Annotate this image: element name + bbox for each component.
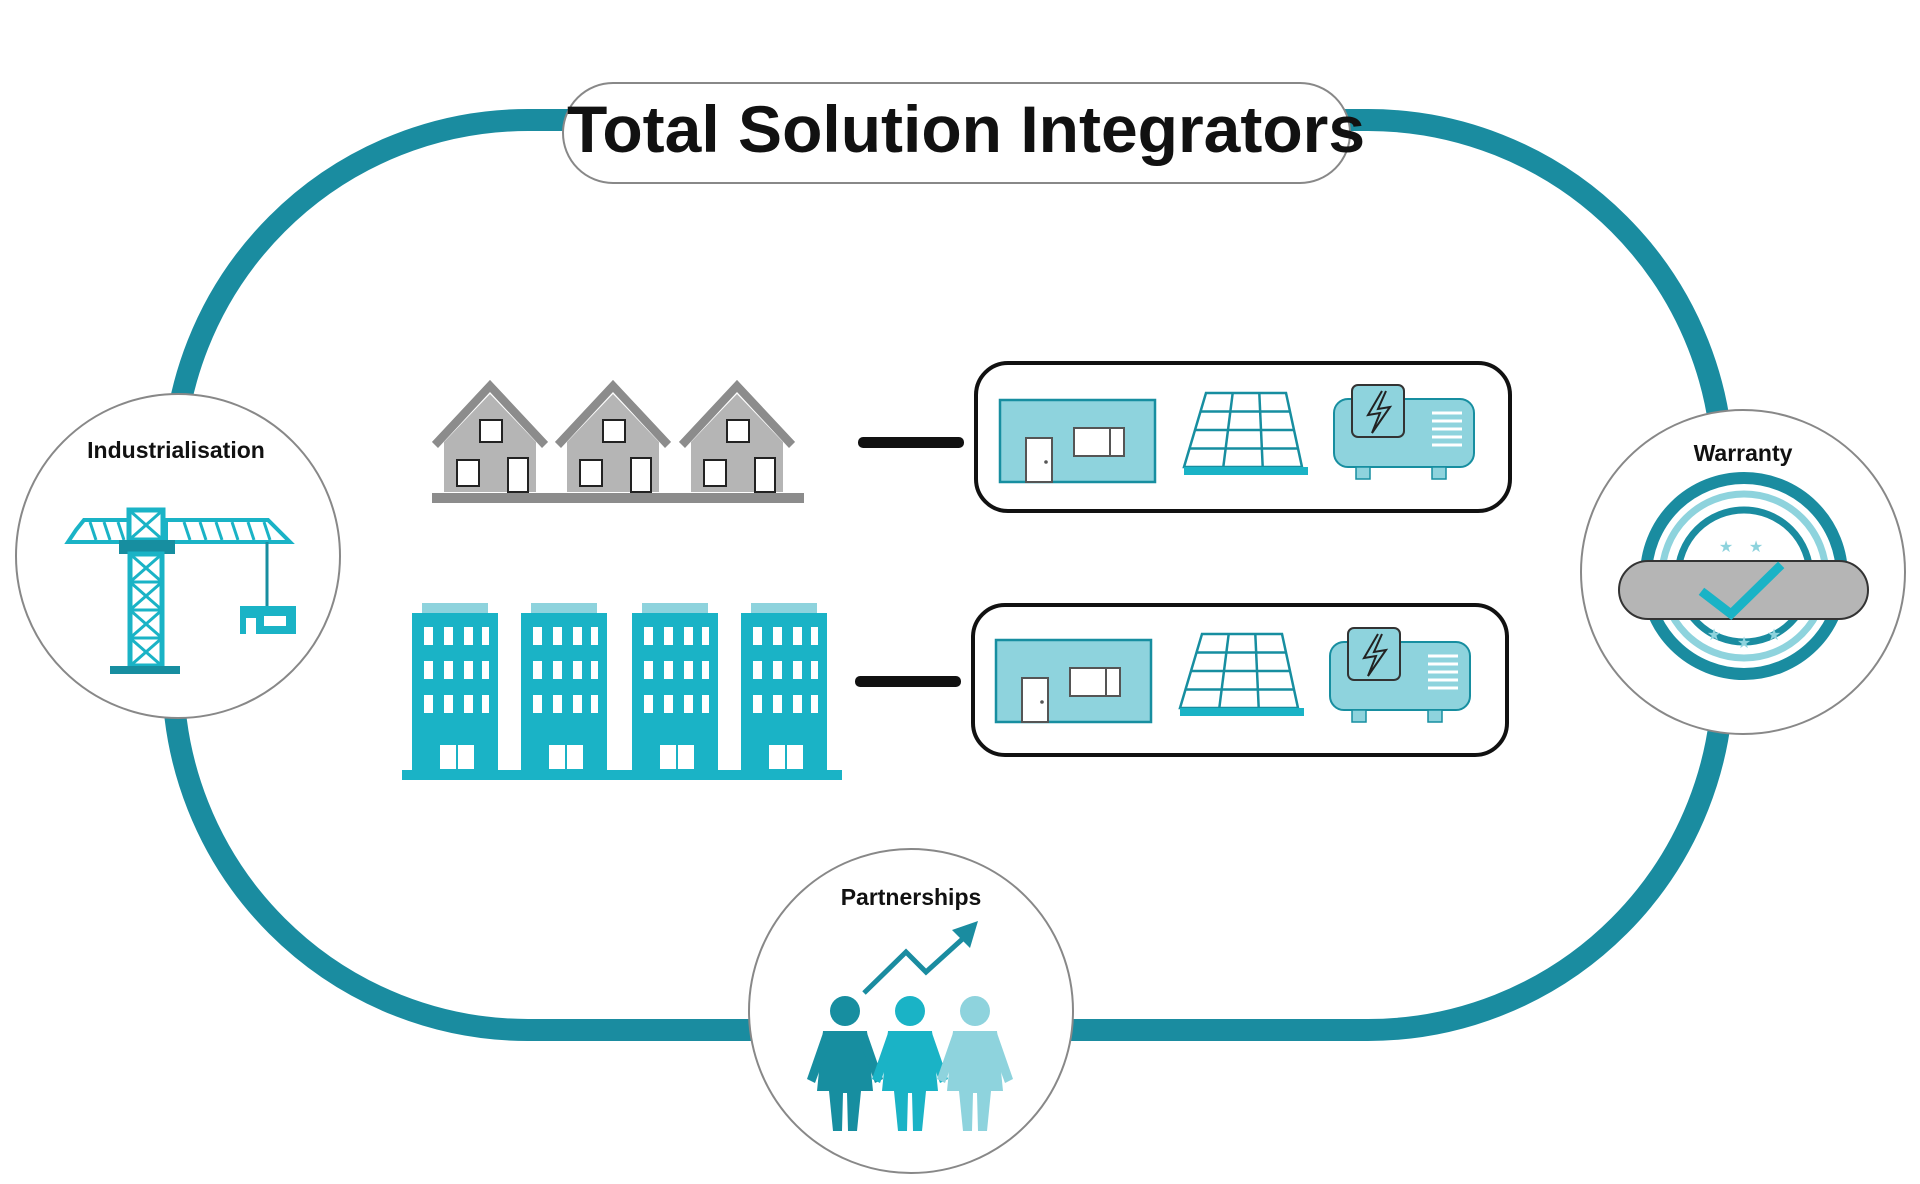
title-pill: Total Solution Integrators <box>562 82 1365 184</box>
warranty-seal-icon: ★ ★ ★ ★ ★ <box>1618 472 1869 680</box>
modular-unit-icon <box>998 398 1157 484</box>
warranty-node: Warranty ★ ★ ★ ★ ★ <box>1580 409 1906 735</box>
svg-text:★: ★ <box>1719 539 1733 556</box>
modular-unit-icon <box>994 638 1153 724</box>
row1-components-box <box>974 361 1512 513</box>
partnerships-label: Partnerships <box>841 884 982 910</box>
svg-text:★: ★ <box>1707 627 1721 644</box>
row2-components-box <box>971 603 1509 757</box>
apartment-blocks-icon <box>402 602 842 780</box>
generator-icon <box>1332 383 1476 481</box>
svg-text:★: ★ <box>1737 635 1751 652</box>
people-growth-icon <box>807 921 1013 1131</box>
row2-connector <box>855 676 961 687</box>
industrialisation-node: Industrialisation <box>15 393 341 719</box>
diagram-title: Total Solution Integrators <box>567 92 1365 166</box>
industrialisation-label: Industrialisation <box>87 437 265 463</box>
generator-icon <box>1328 626 1472 724</box>
svg-text:★: ★ <box>1749 539 1763 556</box>
houses-icon <box>431 379 804 503</box>
partnerships-node: Partnerships <box>748 848 1074 1174</box>
warranty-label: Warranty <box>1694 440 1793 466</box>
svg-text:★: ★ <box>1767 627 1781 644</box>
construction-crane-icon <box>64 507 296 674</box>
row1-connector <box>858 437 964 448</box>
